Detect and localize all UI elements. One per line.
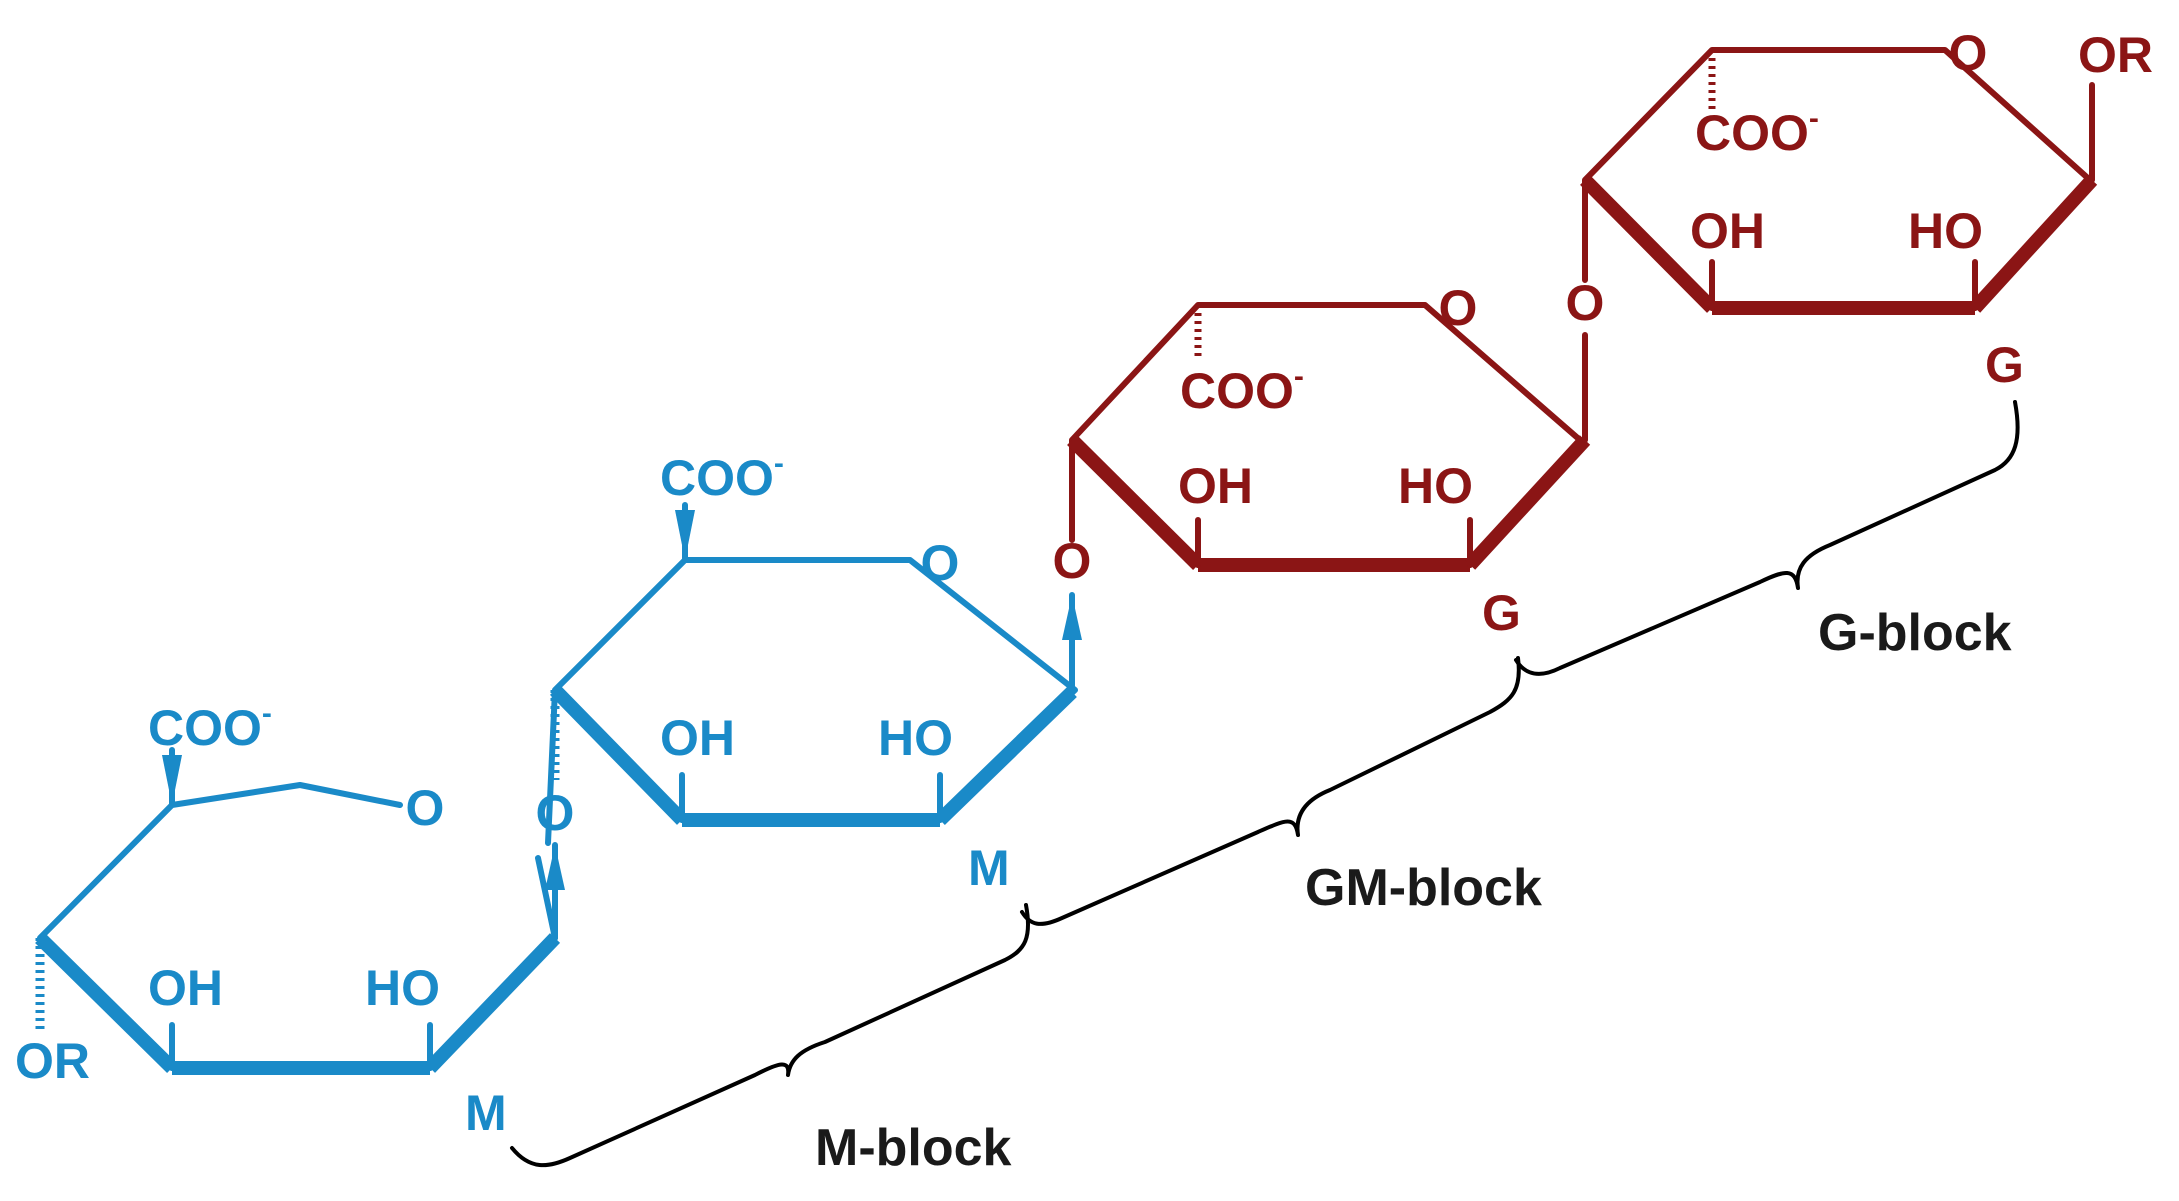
ring-2-bold-bond-right (935, 686, 1077, 826)
ring-2-bonds (545, 557, 1078, 846)
hydroxyl-oh-3: OH (1178, 458, 1253, 514)
linkage-wedge-2 (1062, 595, 1082, 640)
carboxylate-1: COO- (148, 697, 272, 756)
hydroxyl-ho-1: HO (365, 960, 440, 1016)
ring-1-bold-bond (35, 933, 177, 1073)
linkage-wedge-1 (545, 845, 565, 890)
ring-oxygen-3: O (1439, 280, 1478, 336)
hydroxyl-ho-3: HO (1398, 458, 1473, 514)
hydroxyl-ho-4: HO (1908, 203, 1983, 259)
m-block-label: M-block (815, 1119, 1012, 1177)
carboxylate-4: COO- (1695, 102, 1819, 161)
residue-label-m-2: M (968, 840, 1010, 896)
ring-2-bold-bond-left (549, 685, 688, 825)
residue-label-m-1: M (465, 1085, 507, 1141)
carboxyl-wedge-1 (162, 755, 182, 805)
g-block-brace (1514, 400, 2020, 676)
hydroxyl-oh-1: OH (148, 960, 223, 1016)
mannuronate-unit-2: O COO- OH HO O M (545, 447, 1091, 896)
residue-label-g-4: G (1985, 337, 2024, 393)
residue-label-g-3: G (1482, 585, 1521, 641)
ring-1-bold-bond-right (424, 933, 561, 1073)
hydroxyl-oh-4: OH (1690, 203, 1765, 259)
carboxyl-wedge-2 (675, 510, 695, 560)
linkage-oxygen-1: O (536, 785, 575, 841)
guluronate-unit-3: O COO- OH HO O G (1067, 275, 1605, 641)
gm-block-label: GM-block (1305, 859, 1542, 917)
g-block-label: G-block (1818, 604, 2012, 662)
hydroxyl-oh-2: OH (660, 710, 735, 766)
m-block-brace (510, 903, 1031, 1168)
or-substituent-1: OR (15, 1033, 90, 1089)
carboxylate-3: COO- (1180, 360, 1304, 419)
or-substituent-4: OR (2078, 27, 2153, 83)
gm-block-brace (1020, 656, 1521, 926)
ring-oxygen-4: O (1949, 25, 1988, 81)
ring-oxygen-2: O (921, 535, 960, 591)
ring-4-bold-bond-left (1580, 175, 1717, 313)
ring-3-bold-bond-right (1464, 435, 1591, 570)
mannuronate-unit-1: O COO- OH HO OR O M (15, 697, 574, 1141)
ring-oxygen-1: O (406, 780, 445, 836)
ring-4-bold-bond-right (1969, 175, 2098, 313)
guluronate-unit-4: O COO- OH HO OR G (1580, 25, 2153, 393)
ring-3-bold-bond-left (1067, 435, 1203, 570)
hydroxyl-ho-2: HO (878, 710, 953, 766)
carboxylate-2: COO- (660, 447, 784, 506)
linkage-oxygen-3: O (1566, 275, 1605, 331)
